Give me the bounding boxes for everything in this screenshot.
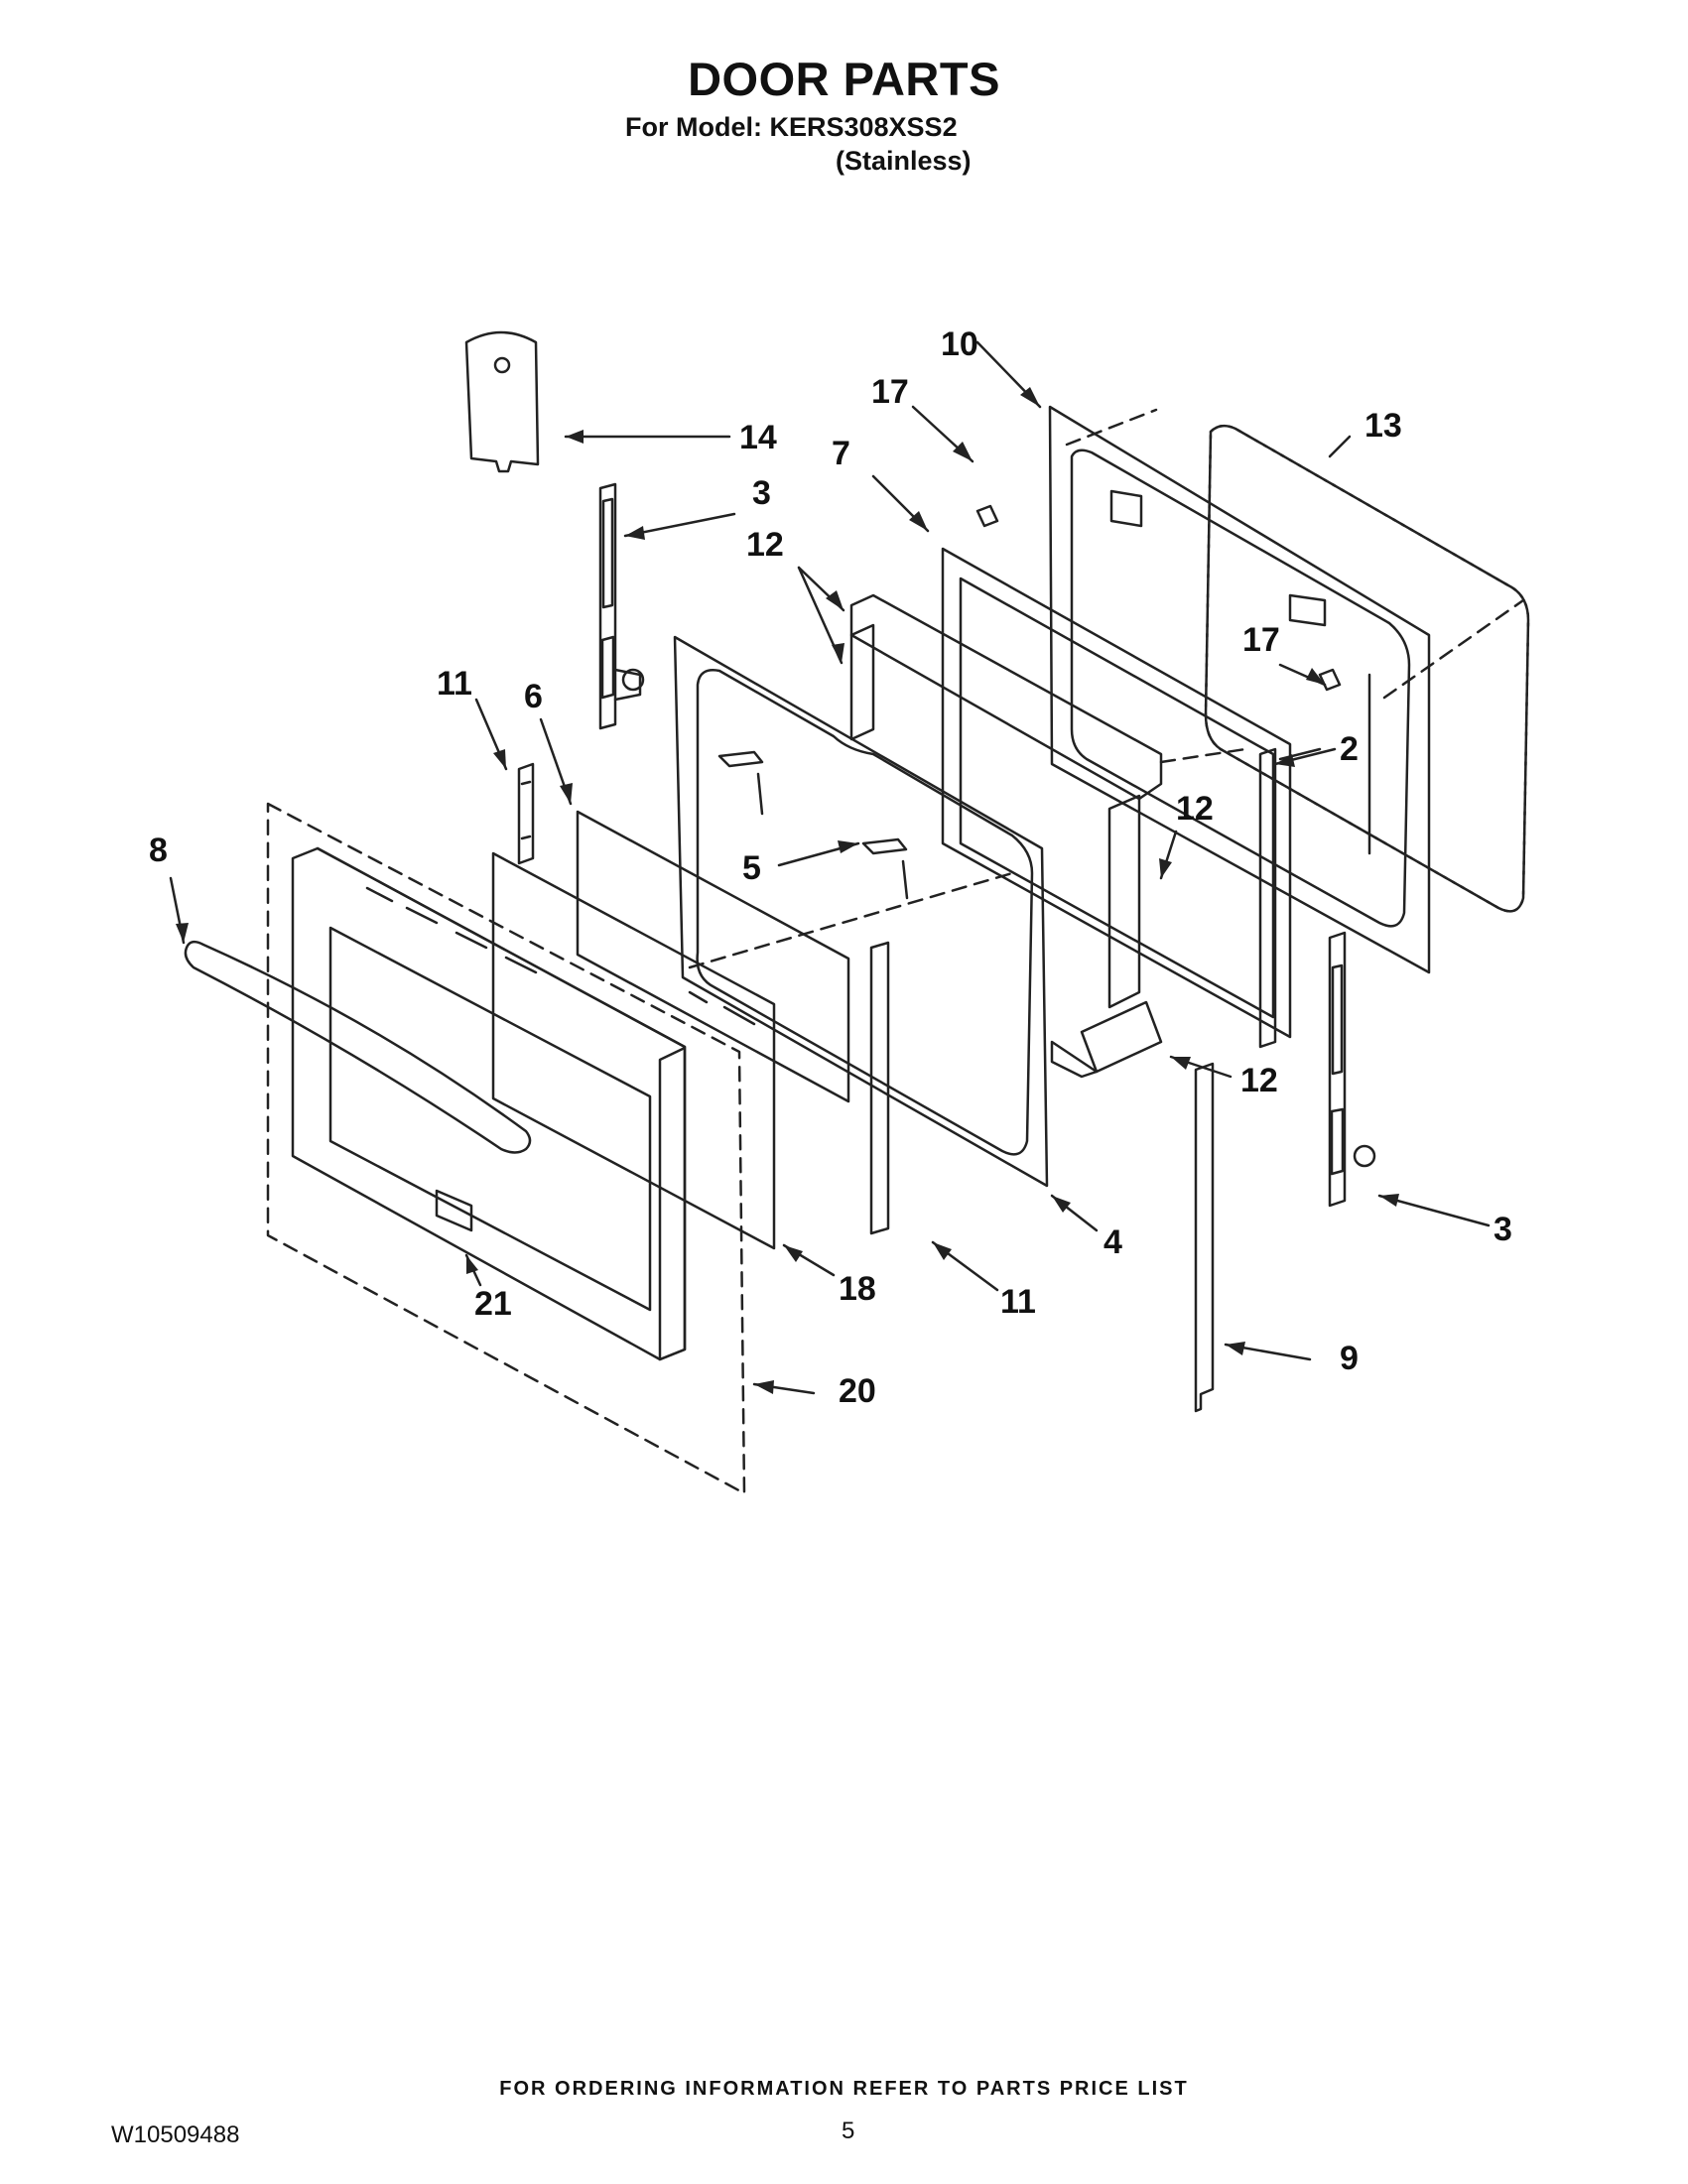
- callout-12-top: 12: [746, 526, 784, 564]
- part-6-inner-glass: [576, 810, 850, 1103]
- part-3-hinge-right: [1328, 931, 1376, 1208]
- callout-11-right: 11: [1000, 1283, 1036, 1321]
- part-13-door-gasket: [1204, 424, 1530, 913]
- part-14-hinge-cover: [464, 330, 540, 473]
- part-17-pin-right: [1318, 668, 1342, 692]
- arrowheads: [176, 387, 1399, 1394]
- callout-9: 9: [1340, 1340, 1359, 1377]
- callout-11-left: 11: [437, 665, 472, 703]
- callout-18: 18: [839, 1270, 876, 1308]
- callout-13: 13: [1364, 407, 1402, 445]
- callout-17-right: 17: [1242, 621, 1280, 659]
- callout-12-bottom: 12: [1240, 1062, 1278, 1099]
- part-11-spacer-bracket-right: [869, 941, 890, 1235]
- model-variant: (Stainless): [836, 146, 972, 176]
- part-11-spacer-bracket-left: [517, 762, 535, 865]
- callout-3-right: 3: [1493, 1211, 1512, 1248]
- callout-6: 6: [524, 678, 543, 715]
- outer-door-panel: [291, 846, 687, 1361]
- part-20-door-assembly-outline: [266, 802, 746, 1495]
- model-number: For Model: KERS308XSS2: [625, 112, 958, 142]
- part-18-glass-pack: [491, 851, 776, 1250]
- part-12-insulation: [849, 593, 1163, 1079]
- callout-10: 10: [941, 325, 978, 363]
- page-title: DOOR PARTS: [688, 53, 1000, 105]
- leader-lines: [169, 340, 1491, 1395]
- part-10-inner-door-liner: [1048, 405, 1431, 974]
- part-4-inner-door-panel: [673, 635, 1049, 1188]
- assembly-axis-lines: [688, 408, 1525, 969]
- callout-14: 14: [739, 419, 777, 456]
- callout-3-left: 3: [752, 474, 771, 512]
- callout-12-right: 12: [1176, 790, 1214, 828]
- page-number: 5: [842, 2118, 855, 2144]
- callout-2: 2: [1340, 730, 1359, 768]
- part-3-hinge-left: [598, 482, 645, 730]
- callout-20: 20: [839, 1372, 876, 1410]
- callout-21: 21: [474, 1285, 512, 1323]
- callout-5: 5: [742, 849, 761, 887]
- part-8-door-handle: [184, 940, 532, 1154]
- callout-4: 4: [1104, 1223, 1122, 1261]
- part-9-vent-baffle: [1194, 1062, 1215, 1413]
- part-13-gasket-outline: [1204, 424, 1530, 913]
- callout-8: 8: [149, 832, 168, 869]
- part-7-door-trim: [941, 547, 1292, 1039]
- ordering-note: FOR ORDERING INFORMATION REFER TO PARTS …: [499, 2078, 1189, 2100]
- callout-7: 7: [832, 435, 850, 472]
- part-2-gasket-strip: [1258, 747, 1277, 1049]
- part-17-pin-top: [975, 504, 999, 528]
- document-number: W10509488: [111, 2121, 240, 2148]
- callout-17-top: 17: [871, 373, 909, 411]
- part-5-clips: [717, 750, 909, 900]
